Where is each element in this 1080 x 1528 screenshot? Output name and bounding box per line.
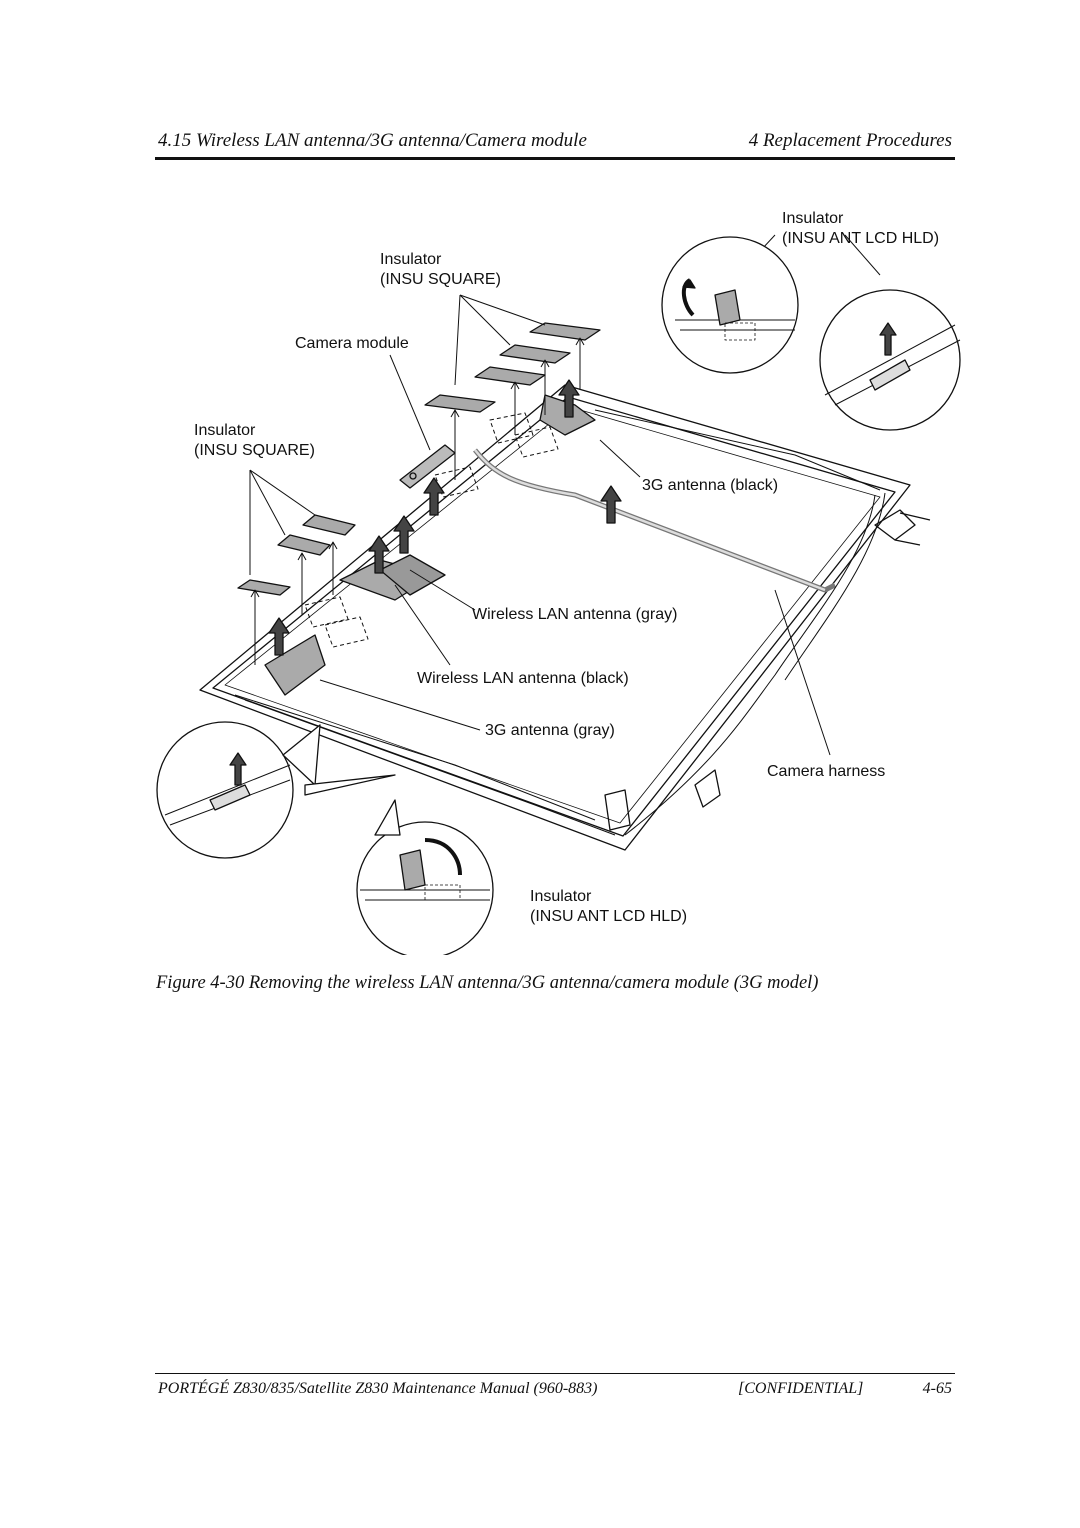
insulator-square-3 (474, 366, 546, 386)
cable-bottom-edge (244, 699, 616, 836)
header-rule (155, 157, 955, 160)
label-camera-module: Camera module (295, 335, 409, 352)
insulator-square-5 (302, 514, 356, 536)
insulator-square-2 (499, 344, 571, 364)
label-insulator-top-center: Insulator (INSU SQUARE) (380, 251, 501, 288)
footer-manual-title: PORTÉGÉ Z830/835/Satellite Z830 Maintena… (158, 1380, 598, 1397)
insulator-square-4 (424, 394, 496, 413)
label-3g-antenna-black: 3G antenna (black) (642, 477, 779, 494)
figure-caption: Figure 4-30 Removing the wireless LAN an… (156, 973, 819, 993)
lcd-cover-frame (199, 384, 911, 851)
figure-diagram: Insulator (INSU ANT LCD HLD) Insulator (… (155, 195, 965, 955)
label-3g-antenna-gray: 3G antenna (gray) (485, 722, 615, 739)
lcd-cover-illustration (156, 234, 961, 955)
insulator-square-6 (277, 534, 331, 556)
label-wlan-antenna-gray: Wireless LAN antenna (gray) (472, 606, 678, 623)
footer-confidential: [CONFIDENTIAL] (738, 1380, 864, 1397)
leader-camera (389, 354, 431, 451)
footer-page-number: 4-65 (922, 1380, 952, 1397)
section-title: 4.15 Wireless LAN antenna/3G antenna/Cam… (158, 130, 587, 151)
camera-module-part (399, 444, 456, 489)
lift-arrow (558, 379, 580, 418)
footer-rule (155, 1373, 955, 1374)
detail-circle-left (156, 721, 294, 859)
chapter-title: 4 Replacement Procedures (748, 130, 952, 151)
label-insulator-top-right: Insulator (INSU ANT LCD HLD) (782, 210, 940, 247)
label-insulator-left: Insulator (INSU SQUARE) (194, 422, 315, 459)
label-camera-harness: Camera harness (767, 763, 886, 780)
leader-insu-left (249, 469, 316, 575)
insulator-square-1 (529, 322, 601, 341)
wlan-antenna-pad-left (264, 634, 326, 696)
leader-insu-top (454, 294, 546, 386)
cable-3g-black (473, 448, 837, 593)
label-wlan-antenna-black: Wireless LAN antenna (black) (417, 670, 629, 687)
label-insulator-bottom: Insulator (INSU ANT LCD HLD) (530, 888, 688, 925)
hinge-right (874, 509, 916, 541)
cable-right-edge (624, 494, 876, 836)
insulator-square-7 (237, 579, 291, 596)
